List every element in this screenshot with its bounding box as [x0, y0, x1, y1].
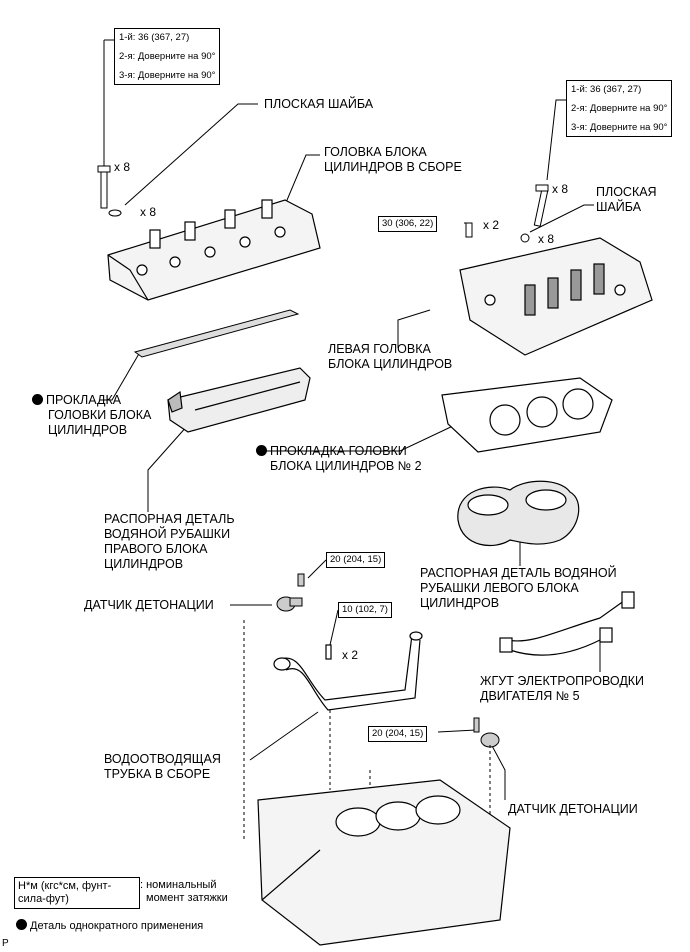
- single-use-dot-icon: [16, 919, 27, 930]
- label-engine-wire-no5: ЖГУТ ЭЛЕКТРОПРОВОДКИ ДВИГАТЕЛЯ № 5: [480, 674, 644, 704]
- qty-right-small-bolt: x 2: [483, 218, 500, 232]
- legend-single-use: Деталь однократного применения: [16, 919, 203, 934]
- label-line: РАСПОРНАЯ ДЕТАЛЬ ВОДЯНОЙ: [420, 566, 617, 580]
- label-knock-sensor-right: ДАТЧИК ДЕТОНАЦИИ: [508, 802, 638, 816]
- torque-box-knock-sensor-top: 20 (204, 15): [326, 552, 386, 568]
- corner-mark: P: [2, 938, 9, 949]
- legend-desc-line: : номинальный: [140, 879, 217, 891]
- label-line: ПРОКЛАДКА ГОЛОВКИ: [256, 444, 422, 459]
- label-line: ЦИЛИНДРОВ: [420, 596, 500, 610]
- label-line: РУБАШКИ ЛЕВОГО БЛОКА: [420, 581, 579, 595]
- engine-wire-no5-drawing: [499, 591, 635, 656]
- label-line: ВОДООТВОДЯЩАЯ: [104, 752, 221, 766]
- label-line: ДВИГАТЕЛЯ № 5: [480, 689, 580, 703]
- label-cylinder-head-gasket-no2: ПРОКЛАДКА ГОЛОВКИ БЛОКА ЦИЛИНДРОВ № 2: [256, 444, 422, 474]
- legend-single-use-text: Деталь однократного применения: [30, 920, 204, 932]
- label-line: ПЛОСКАЯ: [596, 185, 657, 199]
- label-flat-washer-left: ПЛОСКАЯ ШАЙБА: [264, 97, 374, 111]
- legend-desc-line: момент затяжки: [146, 892, 228, 904]
- label-line: ЦИЛИНДРОВ В СБОРЕ: [324, 160, 462, 174]
- label-line: ГОЛОВКА БЛОКА: [324, 145, 427, 159]
- legend-unit-line: сила-фут): [18, 893, 69, 905]
- cylinder-head-gasket-no2-drawing: [441, 377, 613, 453]
- label-line: БЛОКА ЦИЛИНДРОВ № 2: [270, 459, 422, 473]
- label-text: ПРОКЛАДКА ГОЛОВКИ: [270, 444, 407, 458]
- cylinder-head-left-drawing: [459, 237, 653, 356]
- label-water-jacket-spacer-left: РАСПОРНАЯ ДЕТАЛЬ ВОДЯНОЙ РУБАШКИ ЛЕВОГО …: [420, 566, 617, 611]
- label-cylinder-head-gasket: ПРОКЛАДКА ГОЛОВКИ БЛОКА ЦИЛИНДРОВ: [32, 393, 151, 438]
- knock-sensor-left-drawing: [276, 573, 305, 612]
- torque-box-right-head-bolts: 1-й: 36 (367, 27) 2-я: Доверните на 90° …: [566, 80, 673, 137]
- label-water-jacket-spacer-right: РАСПОРНАЯ ДЕТАЛЬ ВОДЯНОЙ РУБАШКИ ПРАВОГО…: [104, 512, 235, 572]
- label-cylinder-head-assy: ГОЛОВКА БЛОКА ЦИЛИНДРОВ В СБОРЕ: [324, 145, 462, 175]
- label-line: ТРУБКА В СБОРЕ: [104, 767, 211, 781]
- cylinder-head-right-drawing: [107, 199, 321, 301]
- water-jacket-spacer-right-drawing: [167, 367, 311, 433]
- torque-box-small-bolt: 30 (306, 22): [378, 216, 438, 232]
- label-line: ГОЛОВКИ БЛОКА: [48, 408, 152, 422]
- label-water-outlet-pipe: ВОДООТВОДЯЩАЯ ТРУБКА В СБОРЕ: [104, 752, 221, 782]
- qty-right-washer: x 8: [538, 232, 555, 246]
- label-line: БЛОКА ЦИЛИНДРОВ: [328, 357, 453, 371]
- legend-torque-units: Н*м (кгс*см, фунт- сила-фут): [14, 877, 140, 909]
- torque-step-2: 2-я: Доверните на 90°: [119, 51, 216, 62]
- cylinder-block-drawing: [257, 779, 511, 946]
- label-line: ПРАВОГО БЛОКА: [104, 542, 208, 556]
- torque-step-2: 2-я: Доверните на 90°: [571, 103, 668, 114]
- water-jacket-spacer-left-drawing: [457, 480, 580, 547]
- label-text: ПРОКЛАДКА: [46, 393, 122, 407]
- legend-unit-line: Н*м (кгс*см, фунт-: [18, 880, 112, 892]
- water-outlet-pipe-drawing: [273, 631, 423, 711]
- qty-left-bolt: x 8: [114, 160, 131, 174]
- qty-right-bolt: x 8: [552, 182, 569, 196]
- label-line: ВОДЯНОЙ РУБАШКИ: [104, 527, 231, 541]
- qty-left-washer: x 8: [140, 205, 157, 219]
- torque-box-left-head-bolts: 1-й: 36 (367, 27) 2-я: Доверните на 90° …: [114, 28, 221, 85]
- label-line: ЦИЛИНДРОВ: [104, 557, 184, 571]
- torque-box-knock-sensor-bottom: 20 (204, 15): [368, 726, 428, 742]
- torque-step-1: 1-й: 36 (367, 27): [119, 32, 190, 43]
- torque-box-water-pipe: 10 (102, 7): [338, 602, 392, 618]
- qty-pipe-bolt: x 2: [342, 648, 359, 662]
- left-head-bolt-drawing: [97, 165, 122, 217]
- single-use-dot-icon: [256, 445, 267, 456]
- torque-step-3: 3-я: Доверните на 90°: [119, 70, 216, 81]
- label-line: ПРОКЛАДКА: [32, 393, 151, 408]
- label-knock-sensor-left: ДАТЧИК ДЕТОНАЦИИ: [84, 598, 214, 612]
- label-line: ЛЕВАЯ ГОЛОВКА: [328, 342, 431, 356]
- legend-torque-description: : номинальный момент затяжки: [140, 879, 228, 905]
- label-flat-washer-right: ПЛОСКАЯ ШАЙБА: [596, 185, 657, 215]
- label-line: ШАЙБА: [596, 200, 642, 214]
- cylinder-head-gasket-drawing: [133, 309, 300, 358]
- label-line: РАСПОРНАЯ ДЕТАЛЬ: [104, 512, 235, 526]
- torque-step-1: 1-й: 36 (367, 27): [571, 84, 642, 95]
- label-line: ЦИЛИНДРОВ: [48, 423, 128, 437]
- label-line: ЖГУТ ЭЛЕКТРОПРОВОДКИ: [480, 674, 645, 688]
- label-left-cylinder-head: ЛЕВАЯ ГОЛОВКА БЛОКА ЦИЛИНДРОВ: [328, 342, 452, 372]
- right-head-bolt-drawing: [465, 184, 549, 243]
- torque-step-3: 3-я: Доверните на 90°: [571, 122, 668, 133]
- knock-sensor-right-drawing: [473, 717, 500, 748]
- single-use-dot-icon: [32, 394, 43, 405]
